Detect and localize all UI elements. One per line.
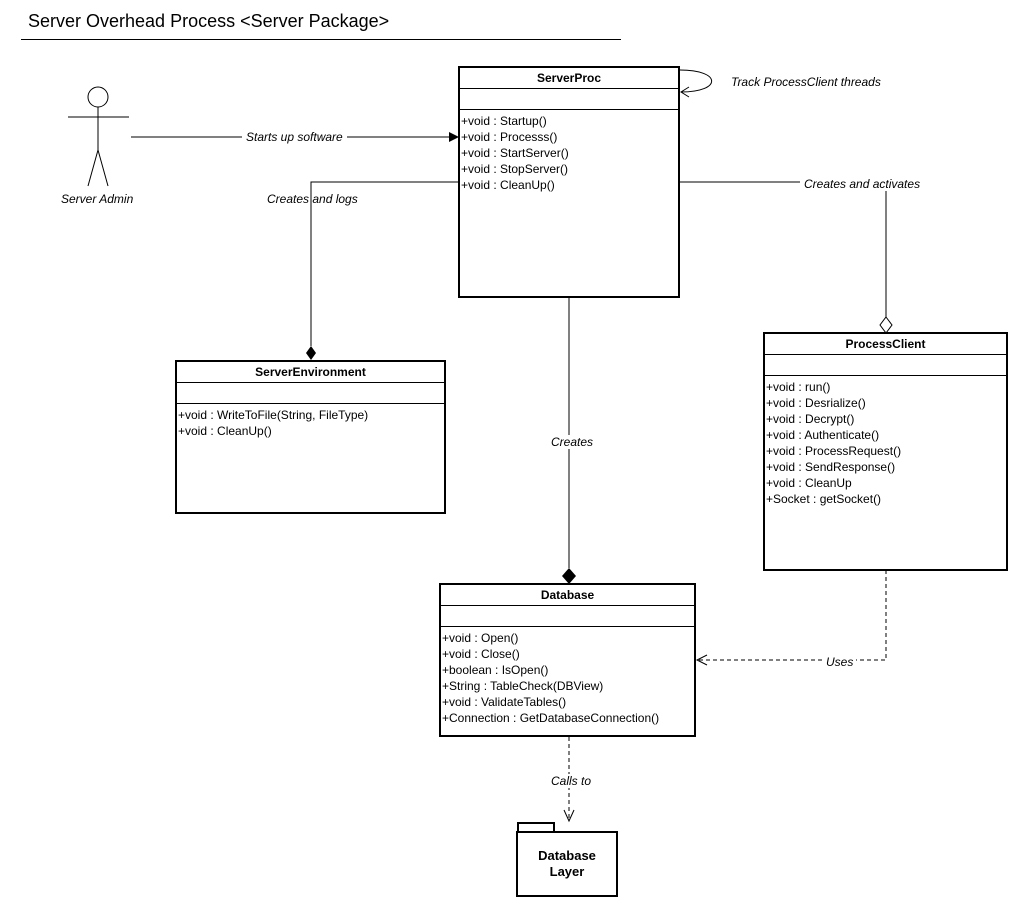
actor-name: Server Admin <box>61 192 134 206</box>
method: +void : Desrialize() <box>766 396 866 410</box>
label-uses: Uses <box>823 655 857 669</box>
dependency-calls-to <box>563 737 575 823</box>
method: +void : StopServer() <box>461 162 569 176</box>
methods-compartment: +void : WriteToFile(String, FileType) +v… <box>177 404 444 439</box>
methods-compartment: +void : Startup() +void : Processs() +vo… <box>460 110 678 193</box>
attributes-compartment <box>460 89 678 110</box>
method: +void : CleanUp() <box>461 178 555 192</box>
method: +void : CleanUp <box>766 476 852 490</box>
method: +void : ValidateTables() <box>442 695 567 709</box>
method: +void : ProcessRequest() <box>766 444 902 458</box>
methods-compartment: +void : run() +void : Desrialize() +void… <box>765 376 1006 507</box>
class-server-proc[interactable]: ServerProc +void : Startup() +void : Pro… <box>458 66 680 298</box>
method: +Connection : GetDatabaseConnection() <box>442 711 660 725</box>
method: +String : TableCheck(DBView) <box>442 679 604 693</box>
class-process-client[interactable]: ProcessClient +void : run() +void : Desr… <box>763 332 1008 571</box>
title-underline <box>21 39 621 40</box>
attributes-compartment <box>177 383 444 404</box>
class-name: ServerProc <box>460 68 678 89</box>
label-starts-up: Starts up software <box>242 130 347 144</box>
method: +Socket : getSocket() <box>766 492 882 506</box>
methods-compartment: +void : Open() +void : Close() +boolean … <box>441 627 694 726</box>
package-database-layer[interactable]: Database Layer <box>516 831 618 897</box>
composition-creates <box>562 297 576 584</box>
method: +void : Open() <box>442 631 519 645</box>
package-label-line2: Layer <box>549 864 585 879</box>
aggregation-creates-activates <box>679 181 893 334</box>
self-association-track <box>679 69 712 93</box>
method: +boolean : IsOpen() <box>442 663 549 677</box>
method: +void : Startup() <box>461 114 547 128</box>
method: +void : Decrypt() <box>766 412 855 426</box>
class-name: ProcessClient <box>765 334 1006 355</box>
method: +void : run() <box>766 380 831 394</box>
attributes-compartment <box>765 355 1006 376</box>
package-tab <box>517 822 555 832</box>
dependency-uses <box>695 570 887 666</box>
method: +void : CleanUp() <box>178 424 272 438</box>
label-creates-logs: Creates and logs <box>267 192 358 206</box>
diagram-title: Server Overhead Process <Server Package> <box>28 11 390 31</box>
attributes-compartment <box>441 606 694 627</box>
method: +void : Authenticate() <box>766 428 880 442</box>
method: +void : StartServer() <box>461 146 569 160</box>
label-calls-to: Calls to <box>549 774 594 788</box>
package-label-line1: Database <box>538 848 596 863</box>
class-server-environment[interactable]: ServerEnvironment +void : WriteToFile(St… <box>175 360 446 514</box>
label-track-threads: Track ProcessClient threads <box>731 75 881 89</box>
label-creates-activates: Creates and activates <box>800 177 925 191</box>
method: +void : Processs() <box>461 130 558 144</box>
actor-figure <box>68 86 129 187</box>
method: +void : SendResponse() <box>766 460 896 474</box>
method: +void : WriteToFile(String, FileType) <box>178 408 369 422</box>
label-creates: Creates <box>549 435 596 449</box>
composition-creates-logs <box>306 181 459 360</box>
method: +void : Close() <box>442 647 520 661</box>
package-label: Database Layer <box>527 848 607 880</box>
class-name: ServerEnvironment <box>177 362 444 383</box>
class-database[interactable]: Database +void : Open() +void : Close() … <box>439 583 696 737</box>
class-name: Database <box>441 585 694 606</box>
